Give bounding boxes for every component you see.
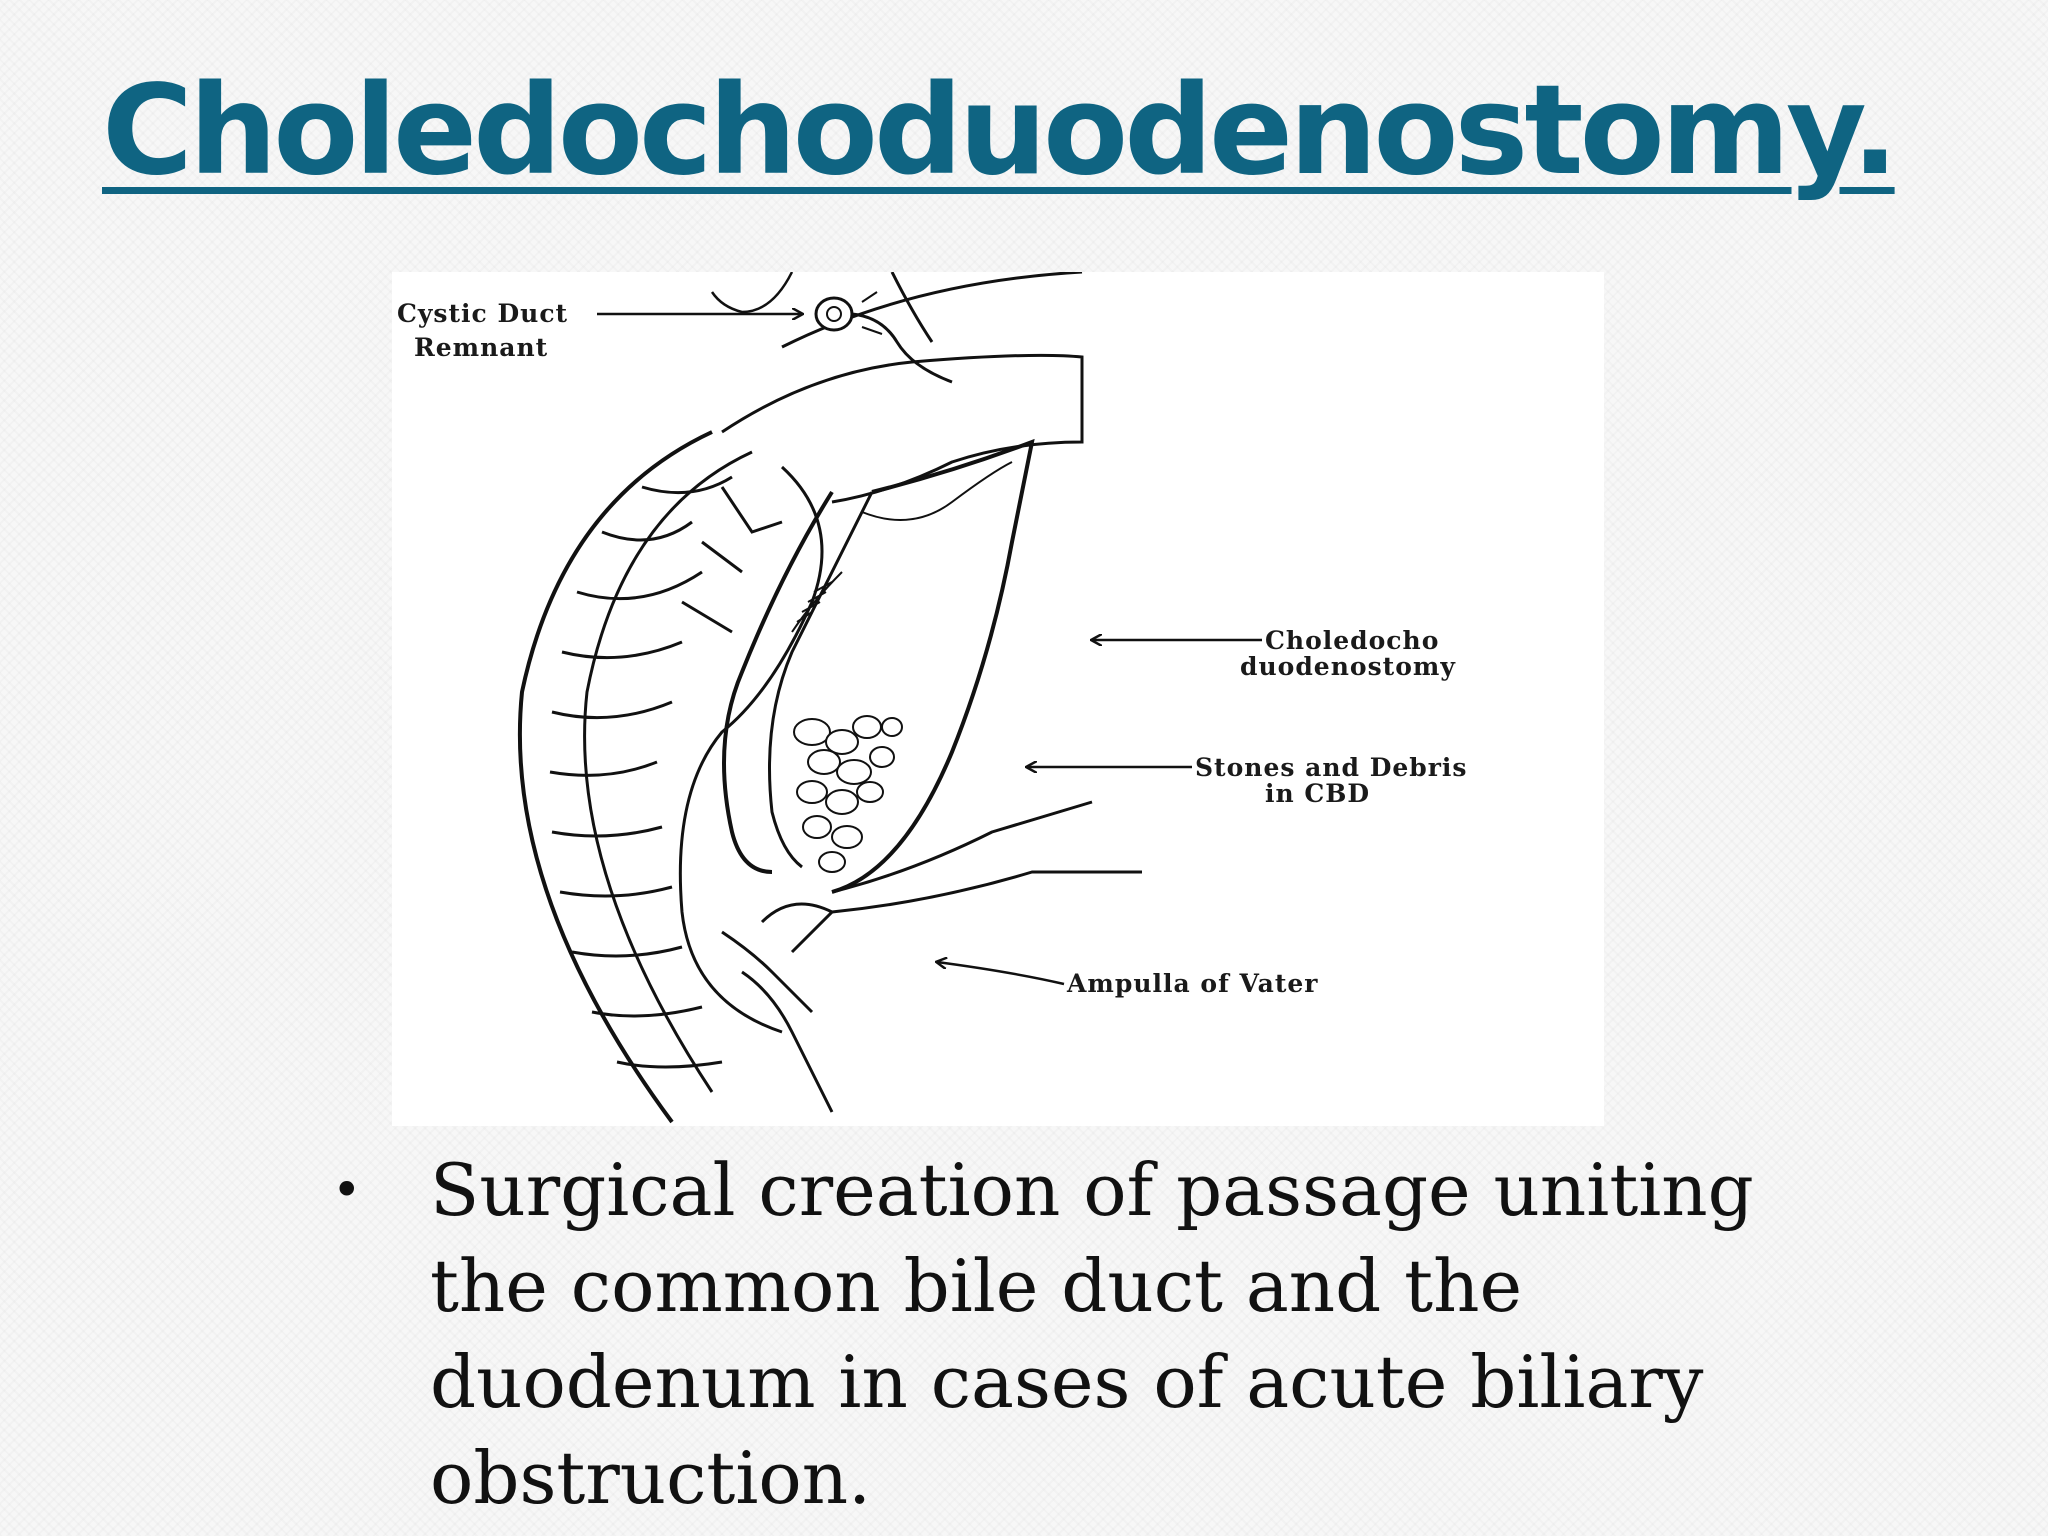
- ampulla-papilla: [760, 902, 835, 954]
- ampulla-arrow: [937, 962, 1065, 986]
- bullet-text: Surgical creation of passage uniting the…: [430, 1148, 1754, 1520]
- hepatic-vessel: [710, 272, 794, 314]
- duodenum-outer-wall: [517, 430, 713, 1124]
- stones-label-line1: Stones and Debris: [1195, 753, 1468, 782]
- ampulla-region: [721, 930, 834, 1113]
- bullet-item: • Surgical creation of passage uniting t…: [320, 1142, 1820, 1526]
- cystic-duct-label-line2: Remnant: [414, 333, 548, 362]
- common-bile-duct-left: [722, 490, 834, 874]
- bullet-list: • Surgical creation of passage uniting t…: [320, 1142, 1820, 1526]
- liver-lower-edge: [721, 353, 1084, 504]
- stones-and-debris: [793, 715, 903, 873]
- liver-outline: [781, 272, 1083, 349]
- cystic-duct-remnant: [814, 291, 953, 384]
- anastomosis-suture: [791, 571, 843, 633]
- common-bile-duct-right: [768, 491, 874, 869]
- choledocho-label-line1: Choledocho: [1265, 626, 1439, 655]
- duodenal-lumen-wall: [831, 438, 1035, 894]
- bullet-marker: •: [332, 1161, 362, 1219]
- pancreatic-duct: [831, 800, 1142, 914]
- duodenum-inner-wall: [678, 465, 824, 1034]
- diagram-svg: Cystic Duct Remnant Choledocho duodenost…: [397, 272, 1468, 1124]
- choledocho-label-line2: duodenostomy: [1240, 652, 1456, 681]
- mucosal-folds: [549, 475, 783, 1069]
- cystic-duct-label-line1: Cystic Duct: [397, 299, 568, 328]
- slide-title: Choledochoduodenostomy.: [102, 59, 1899, 203]
- duodenum-outer-wall-2: [583, 450, 753, 1093]
- stones-label-line2: in CBD: [1265, 779, 1370, 808]
- ampulla-label: Ampulla of Vater: [1066, 969, 1318, 998]
- liver-upper-lobe: [890, 272, 934, 343]
- choledochoduodenostomy-diagram: Cystic Duct Remnant Choledocho duodenost…: [392, 272, 1604, 1126]
- duodenal-lumen-inner: [861, 461, 1013, 521]
